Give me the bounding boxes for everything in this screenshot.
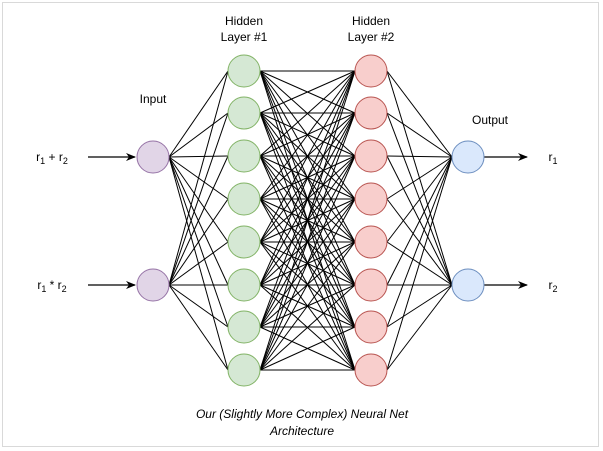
- edge-hidden1-5-to-hidden2-1: [259, 70, 356, 243]
- edge-hidden2-6-to-output-1: [386, 156, 453, 286]
- edge-hidden2-2-to-output-1: [386, 112, 453, 158]
- hidden1-node-7: [227, 310, 261, 344]
- caption-line-1: Our (Slightly More Complex) Neural Net: [196, 407, 409, 421]
- input-node-1: [136, 140, 170, 174]
- hidden2-label-line2: Layer #2: [348, 30, 395, 44]
- hidden1-node-8: [227, 353, 261, 387]
- edge-hidden2-4-to-output-1: [386, 156, 453, 200]
- output-label-2: r2: [548, 278, 557, 294]
- edge-input-2-to-hidden1-3: [168, 155, 229, 286]
- edge-input-2-to-hidden1-8: [168, 284, 229, 371]
- edge-hidden1-8-to-hidden2-1: [259, 70, 356, 371]
- hidden1-node-6: [227, 268, 261, 302]
- hidden2-node-7: [354, 310, 388, 344]
- output-label-1: r1: [548, 150, 557, 166]
- input-label-2: r1 * r2: [37, 278, 66, 294]
- hidden1-node-3: [227, 139, 261, 173]
- edge-input-2-to-hidden1-4: [168, 198, 229, 286]
- hidden1-node-4: [227, 182, 261, 216]
- input-label-1: r1 + r2: [36, 150, 68, 166]
- edge-input-2-to-hidden1-7: [168, 284, 229, 328]
- edge-hidden1-8-to-hidden2-5: [259, 241, 356, 371]
- connection-edges: [168, 70, 453, 371]
- edge-hidden2-5-to-output-1: [386, 156, 453, 243]
- input-node-2: [136, 268, 170, 302]
- edge-hidden1-8-to-hidden2-3: [259, 155, 356, 371]
- hidden1-node-5: [227, 225, 261, 259]
- edge-input-1-to-hidden1-2: [168, 112, 229, 158]
- hidden1-node-2: [227, 96, 261, 130]
- hidden1-label-line2: Layer #1: [221, 30, 268, 44]
- edge-hidden2-8-to-output-2: [386, 284, 453, 371]
- output-layer-label: Output: [472, 113, 509, 127]
- edge-hidden1-2-to-hidden2-1: [259, 70, 356, 114]
- hidden2-node-8: [354, 353, 388, 387]
- network-nodes: [136, 54, 485, 387]
- edge-hidden2-1-to-output-1: [386, 70, 453, 158]
- edge-input-2-to-hidden1-1: [168, 70, 229, 286]
- edge-hidden1-8-to-hidden2-7: [259, 326, 356, 371]
- hidden2-node-4: [354, 182, 388, 216]
- output-node-1: [451, 140, 485, 174]
- hidden2-node-3: [354, 139, 388, 173]
- edge-hidden1-4-to-hidden2-1: [259, 70, 356, 200]
- hidden2-label-line1: Hidden: [352, 14, 390, 28]
- edge-hidden1-8-to-hidden2-2: [259, 112, 356, 371]
- hidden2-node-5: [354, 225, 388, 259]
- hidden1-node-1: [227, 54, 261, 88]
- input-layer-label: Input: [140, 92, 167, 106]
- edge-hidden2-7-to-output-1: [386, 156, 453, 328]
- caption-line-2: Architecture: [269, 424, 334, 438]
- edge-input-2-to-hidden1-2: [168, 112, 229, 286]
- output-node-2: [451, 268, 485, 302]
- hidden2-node-1: [354, 54, 388, 88]
- edge-hidden1-7-to-hidden2-1: [259, 70, 356, 328]
- edge-hidden2-3-to-output-1: [386, 155, 453, 158]
- edge-hidden2-8-to-output-1: [386, 156, 453, 371]
- edge-hidden1-8-to-hidden2-4: [259, 198, 356, 371]
- edge-input-1-to-hidden1-1: [168, 70, 229, 158]
- edge-hidden1-8-to-hidden2-6: [259, 284, 356, 371]
- hidden1-label-line1: Hidden: [225, 14, 263, 28]
- edge-input-2-to-hidden1-5: [168, 241, 229, 286]
- edge-hidden1-6-to-hidden2-1: [259, 70, 356, 286]
- edge-hidden1-3-to-hidden2-1: [259, 70, 356, 157]
- diagram-frame: [2, 2, 599, 447]
- hidden2-node-6: [354, 268, 388, 302]
- edge-input-1-to-hidden1-3: [168, 155, 229, 158]
- hidden2-node-2: [354, 96, 388, 130]
- edge-hidden2-7-to-output-2: [386, 284, 453, 328]
